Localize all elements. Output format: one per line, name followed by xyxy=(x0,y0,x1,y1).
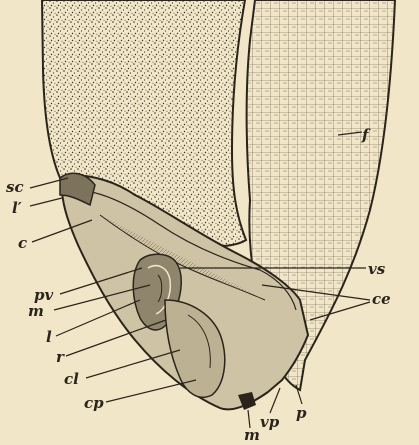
label-sc: sc xyxy=(6,180,24,195)
label-vp: vp xyxy=(260,415,279,430)
label-cp: cp xyxy=(84,396,104,411)
label-cl: cl xyxy=(64,372,79,387)
label-vs: vs xyxy=(368,262,385,277)
label-c: c xyxy=(18,236,27,251)
label-l-prime: l′ xyxy=(12,201,22,216)
label-f: f xyxy=(362,128,368,143)
label-m-upper: m xyxy=(28,304,44,319)
label-ce: ce xyxy=(372,292,391,307)
label-l: l xyxy=(46,330,52,345)
label-r: r xyxy=(56,350,64,365)
label-pv: pv xyxy=(34,288,53,303)
label-p: p xyxy=(296,406,307,421)
label-m-lower: m xyxy=(244,428,260,443)
